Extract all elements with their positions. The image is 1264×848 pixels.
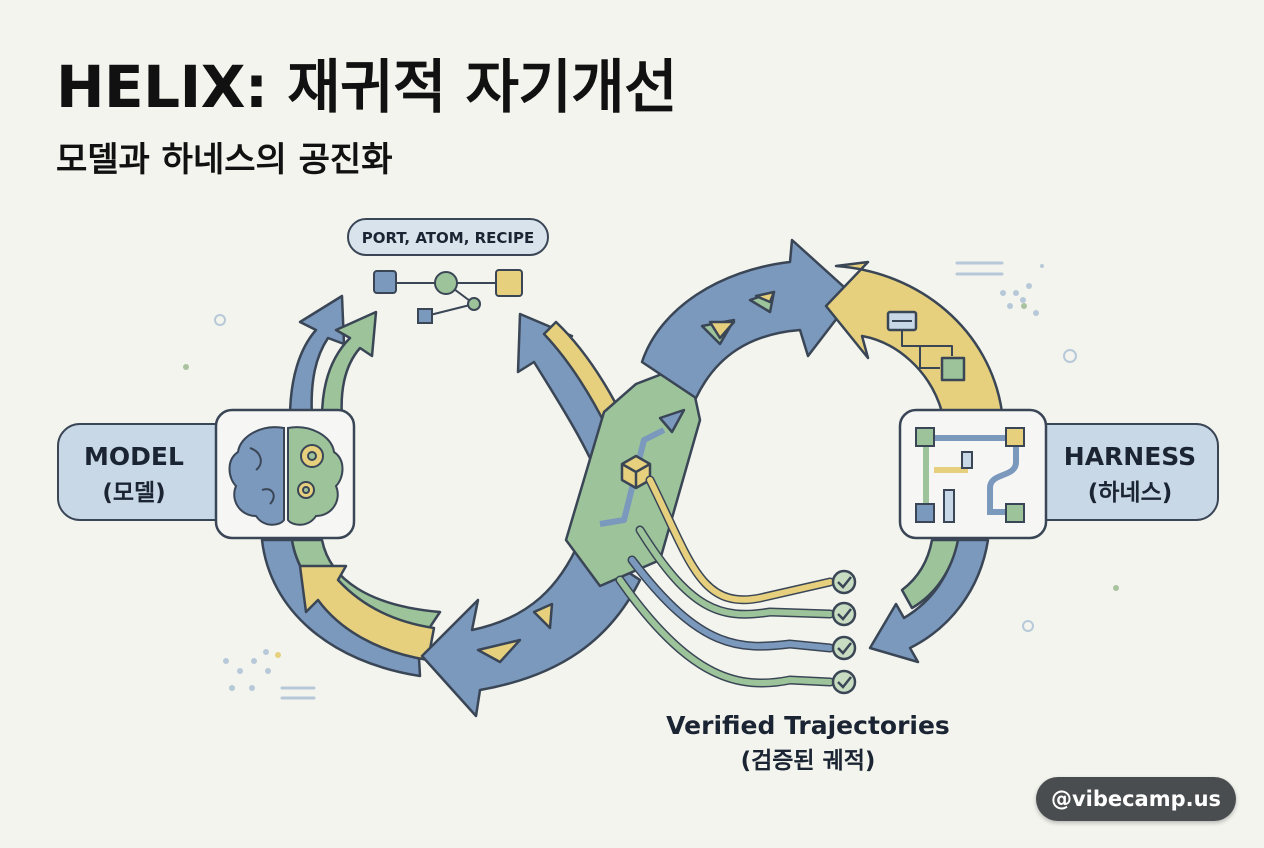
- left-loop-green-arrow: [320, 310, 378, 420]
- decorative-dots: [183, 261, 1119, 700]
- page-title: HELIX: 재귀적 자기개선: [56, 53, 678, 121]
- harness-label: HARNESS: [1064, 442, 1196, 471]
- left-loop-blue-arrow: [288, 294, 346, 420]
- node-graph-icon: [373, 269, 523, 324]
- graph-pill: PORT, ATOM, RECIPE: [347, 218, 549, 256]
- watermark-badge: @vibecamp.us: [1036, 777, 1236, 821]
- right-loop-yellow-arrow: [824, 260, 1004, 414]
- trajectories-caption: Verified Trajectories (검증된 궤적): [666, 711, 950, 774]
- trajectories-label: Verified Trajectories: [666, 711, 950, 740]
- model-sublabel: (모델): [102, 480, 165, 506]
- model-node: MODEL (모델): [57, 408, 356, 540]
- harness-node: HARNESS (하네스): [898, 408, 1219, 540]
- check-circle-icon: [831, 669, 857, 695]
- top-right-blue-arrow: [640, 238, 856, 400]
- brain-gear-icon: [228, 426, 344, 526]
- pipeline-wrench-icon: [915, 427, 1025, 523]
- cube-icon: [620, 454, 652, 490]
- trajectory-lines: [615, 475, 835, 688]
- trajectories-sublabel: (검증된 궤적): [741, 748, 876, 774]
- left-loop-arrows: [260, 294, 442, 678]
- trajectory-checks: [831, 569, 857, 695]
- check-circle-icon: [831, 635, 857, 661]
- right-loop-bottom-arrows: [868, 538, 990, 664]
- check-circle-icon: [831, 601, 857, 627]
- model-label: MODEL: [84, 442, 184, 471]
- harness-sublabel: (하네스): [1088, 480, 1173, 506]
- page-subtitle: 모델과 하네스의 공진화: [56, 140, 393, 180]
- center-bottom-arrow: [420, 538, 642, 718]
- right-loop-green-arrow: [900, 538, 960, 610]
- check-circle-icon: [831, 569, 857, 595]
- flowchart-icon: [886, 310, 966, 382]
- graph-pill-label: PORT, ATOM, RECIPE: [362, 229, 535, 247]
